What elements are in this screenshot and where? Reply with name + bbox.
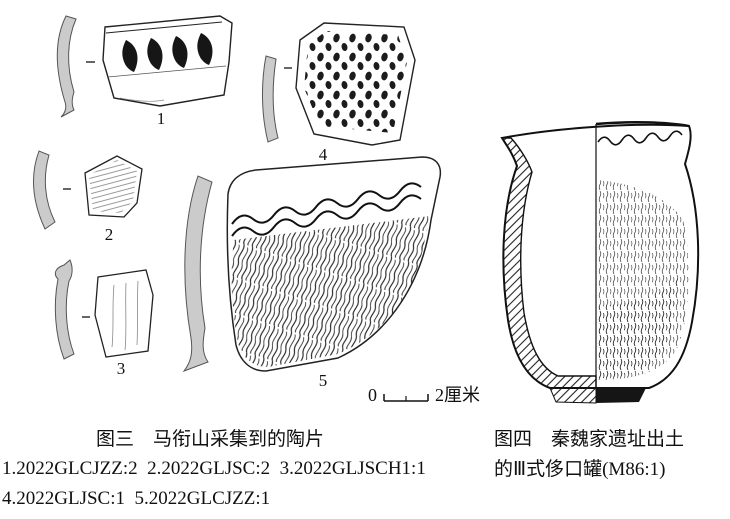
sherd-2-drawing (32, 150, 143, 230)
figure3-catalog-line-2: 4.2022GLJSC:1 5.2022GLCJZZ:1 (2, 488, 271, 509)
item-3-number: 3 (116, 359, 126, 378)
sherd-1-outline (102, 15, 233, 107)
figure4-caption-line-1: 图四 秦魏家遗址出土 (494, 429, 685, 450)
profile-3-section (54, 259, 75, 360)
sherd-1-drawing (56, 15, 233, 118)
scale-bar-line (383, 394, 429, 402)
figure4-caption-line-2: 的Ⅲ式侈口罐(M86:1) (494, 459, 666, 480)
jar-body-texture-dense (598, 278, 678, 378)
item-5-number: 5 (318, 371, 328, 390)
cord-marked-body (231, 216, 430, 367)
profile-5-section (182, 175, 213, 373)
scale-zero-label: 0 (368, 385, 377, 405)
profile-4-section (262, 55, 279, 143)
jar-rim-edge (595, 121, 690, 128)
applique-band-lower (231, 194, 422, 237)
sherd-3-outline (94, 269, 154, 358)
jar-foot-dark (596, 388, 646, 403)
scale-bar: 0 2厘米 (368, 386, 480, 404)
sherd-5-drawing (182, 156, 442, 373)
profile-1-section (56, 15, 77, 118)
jar-foot-hatched (549, 387, 597, 404)
item-4-number: 4 (318, 145, 328, 164)
scale-length-label: 2厘米 (435, 385, 480, 405)
figure3-caption: 图三 马衔山采集到的陶片 (95, 429, 324, 450)
figure3-catalog-line-1: 1.2022GLCJZZ:2 2.2022GLJSC:2 3.2022GLJSC… (2, 458, 426, 479)
jar-rim-wavy-decoration (597, 130, 683, 146)
item-1-number: 1 (156, 109, 166, 128)
profile-2-section (32, 150, 56, 230)
applique-band-upper (231, 182, 422, 225)
sherd-3-drawing (54, 259, 154, 360)
sherd-4-drawing (262, 22, 416, 146)
item-2-number: 2 (104, 225, 114, 244)
jar-drawing (500, 121, 700, 404)
